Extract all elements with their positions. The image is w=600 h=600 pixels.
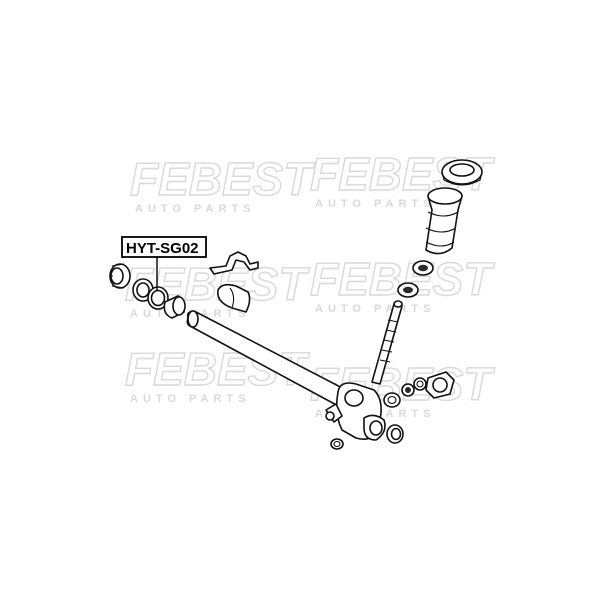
housing-nut [330, 438, 344, 450]
rack-sleeve [163, 295, 186, 319]
pinion-shaft [371, 300, 403, 385]
rack-bushing-hyt-sg02 [147, 286, 169, 310]
adjuster-spring [401, 383, 415, 397]
rubber-mount-bushing [216, 283, 251, 313]
pinion-upper-seal [412, 260, 434, 276]
gear-housing [325, 382, 386, 441]
watermark-sub: AUTO PARTS [135, 203, 256, 215]
adjuster-lock-nut [413, 377, 427, 391]
watermark-brand: FEBEST [130, 153, 315, 205]
watermark-sub: AUTO PARTS [130, 393, 251, 405]
watermark-sub: AUTO PARTS [315, 198, 436, 210]
steering-dust-boot [425, 187, 463, 255]
adjuster-cap [425, 371, 455, 399]
watermark-brand: FEBEST [310, 253, 495, 305]
watermark-top-left: FEBEST AUTO PARTS [129, 152, 316, 215]
rack-end-nut [109, 263, 131, 289]
part-number-callout[interactable]: HYT-SG02 [121, 236, 207, 290]
callout-part-number: HYT-SG02 [126, 240, 199, 257]
watermark-sub: AUTO PARTS [315, 303, 436, 315]
watermark-top-right: FEBEST AUTO PARTS [309, 147, 496, 210]
mounting-bracket [209, 251, 259, 275]
pinion-bearing [397, 282, 419, 298]
callout-box [121, 236, 207, 258]
adjuster-nut-small [383, 392, 401, 408]
lower-seal-ring [386, 424, 404, 444]
top-dust-cap [441, 159, 483, 186]
